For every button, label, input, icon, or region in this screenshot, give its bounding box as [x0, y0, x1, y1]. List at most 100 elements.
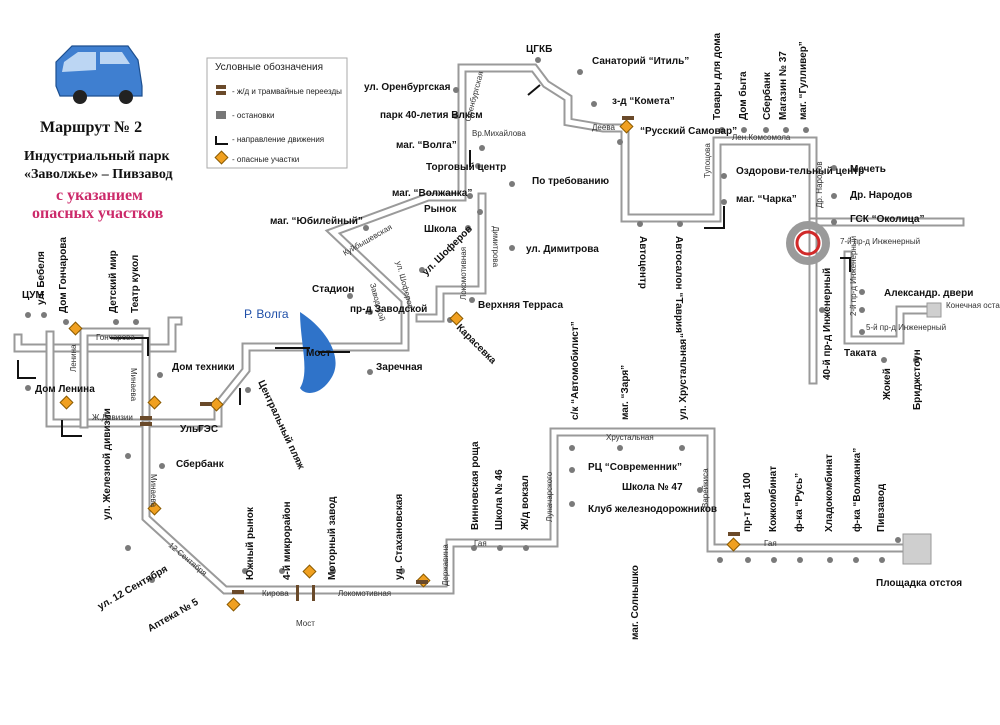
- stop-dot: [895, 537, 901, 543]
- stop-dot: [509, 181, 515, 187]
- stop-label: 4-й микрорайон: [282, 501, 293, 580]
- stop-label: з-д “Комета”: [612, 96, 675, 107]
- stop-label: ул. Бебеля: [35, 251, 47, 305]
- stop-dot: [25, 385, 31, 391]
- rail-crossing-icon: [200, 402, 212, 406]
- stop-label: ф-ка “Русь”: [793, 473, 805, 532]
- stop-dot: [471, 545, 477, 551]
- stop-dot: [819, 307, 825, 313]
- legend-header: Условные обозначения: [215, 61, 323, 73]
- svg-text:Луначарского: Луначарского: [545, 471, 554, 522]
- svg-text:Мост: Мост: [306, 348, 331, 359]
- stop-label: Александр. двери: [884, 288, 973, 299]
- stop-dot: [535, 57, 541, 63]
- stop-label: ул. Димитрова: [526, 244, 599, 255]
- stop-label: РЦ “Современник”: [588, 462, 682, 473]
- stop-dot: [697, 487, 703, 493]
- svg-text:2-й пр-д Инженерный: 2-й пр-д Инженерный: [849, 236, 858, 316]
- stop-dot: [569, 501, 575, 507]
- stop-dot: [721, 199, 727, 205]
- danger-sign-icon: [619, 119, 634, 134]
- stop-dot: [741, 127, 747, 133]
- stop-label: ул. 12 Сентября: [96, 563, 170, 613]
- stop-dot: [242, 568, 248, 574]
- stop-dot: [797, 557, 803, 563]
- stop-label: маг. “Волжанка”: [392, 188, 472, 199]
- danger-sign-icon: [147, 395, 162, 410]
- svg-text:Кирова: Кирова: [262, 589, 289, 598]
- danger-sign-icon: [449, 311, 464, 326]
- stop-label: маг. “Юбилейный”: [270, 215, 363, 227]
- stop-dot: [591, 101, 597, 107]
- route-lines: [13, 63, 965, 595]
- svg-text:12 Сентября: 12 Сентября: [167, 541, 209, 578]
- stop-dot: [617, 139, 623, 145]
- stop-labels: ЦУМ ул. Бебеля Дом Гончарова Детский мир…: [22, 33, 1000, 640]
- stop-label: Торговый центр: [426, 162, 506, 173]
- depot-square: [902, 533, 932, 565]
- stop-dot: [827, 557, 833, 563]
- stop-label: “Русский Самовар”: [640, 126, 737, 137]
- svg-text:Вр.Михайлова: Вр.Михайлова: [472, 129, 526, 138]
- svg-text:Минаева: Минаева: [149, 474, 158, 508]
- stop-dot: [479, 145, 485, 151]
- stop-dot: [475, 163, 481, 169]
- danger-sign-icon: [726, 537, 741, 552]
- stop-dot: [719, 127, 725, 133]
- danger-sign-icon: [68, 321, 83, 336]
- stop-label: ул. Железной дивизии: [102, 408, 113, 520]
- rail-crossing-icon: [728, 532, 740, 536]
- stop-label: Рынок: [424, 204, 457, 215]
- svg-text:Тупоцова: Тупоцова: [703, 143, 712, 178]
- stop-label: Театр кукол: [130, 255, 141, 313]
- svg-text:Гая: Гая: [474, 539, 487, 548]
- stop-label: Мечеть: [850, 164, 886, 175]
- svg-text:Локомотивная: Локомотивная: [338, 589, 391, 598]
- svg-text:Гончарова: Гончарова: [96, 333, 135, 342]
- stop-dot: [859, 329, 865, 335]
- stop-label: Карасевка: [454, 322, 498, 366]
- stop-dot: [399, 568, 405, 574]
- svg-text:Гая: Гая: [764, 539, 777, 548]
- svg-text:Державина: Державина: [441, 544, 450, 586]
- route-subtitle-line1: Индустриальный парк: [24, 149, 171, 164]
- stop-label: Стадион: [312, 284, 354, 295]
- stop-dot: [330, 568, 336, 574]
- stop-dot: [853, 557, 859, 563]
- stop-label: Автосалон “Таврия”: [673, 236, 684, 338]
- stop-dot: [367, 369, 373, 375]
- stop-label: Ж/д вокзал: [520, 475, 531, 531]
- stop-dot: [831, 193, 837, 199]
- direction-arrow-icon: [61, 420, 82, 437]
- stop-dot: [569, 467, 575, 473]
- stop-dot: [113, 319, 119, 325]
- route-subtitle-line2: «Заволжье» – Пивзавод: [24, 167, 173, 182]
- rail-crossing-icon: [216, 91, 226, 95]
- route-note-line1: с указанием: [56, 187, 143, 204]
- stop-label: Бриджстоун: [912, 349, 923, 410]
- stop-label: Аптека № 5: [146, 597, 201, 635]
- stop-label: Сбербанк: [176, 458, 225, 470]
- rail-crossing-icon: [216, 85, 226, 89]
- legend-item-label: - ж/д и трамвайные переезды: [232, 87, 342, 96]
- stop-label: Площадка отстоя: [876, 578, 962, 589]
- stop-dot: [453, 87, 459, 93]
- bridge-rail-icon: [312, 585, 315, 601]
- stop-dot: [25, 312, 31, 318]
- stop-label: Автоцентр: [637, 236, 648, 289]
- stop-dot: [159, 463, 165, 469]
- stop-dot: [157, 372, 163, 378]
- stop-dot: [831, 165, 837, 171]
- stop-label: Магазин № 37: [778, 51, 789, 120]
- stop-dot: [569, 445, 575, 451]
- svg-text:5-й пр-д Инженерный: 5-й пр-д Инженерный: [866, 323, 946, 332]
- stop-label: Моторный завод: [327, 496, 338, 580]
- svg-text:Локомотивная: Локомотивная: [459, 247, 468, 300]
- stop-dot: [63, 319, 69, 325]
- stop-dot: [617, 445, 623, 451]
- legend-item-label: - опасные участки: [232, 155, 299, 164]
- stop-label: 40-й пр-д Инженерный: [822, 268, 833, 380]
- stop-dot: [763, 127, 769, 133]
- stop-dot: [467, 193, 473, 199]
